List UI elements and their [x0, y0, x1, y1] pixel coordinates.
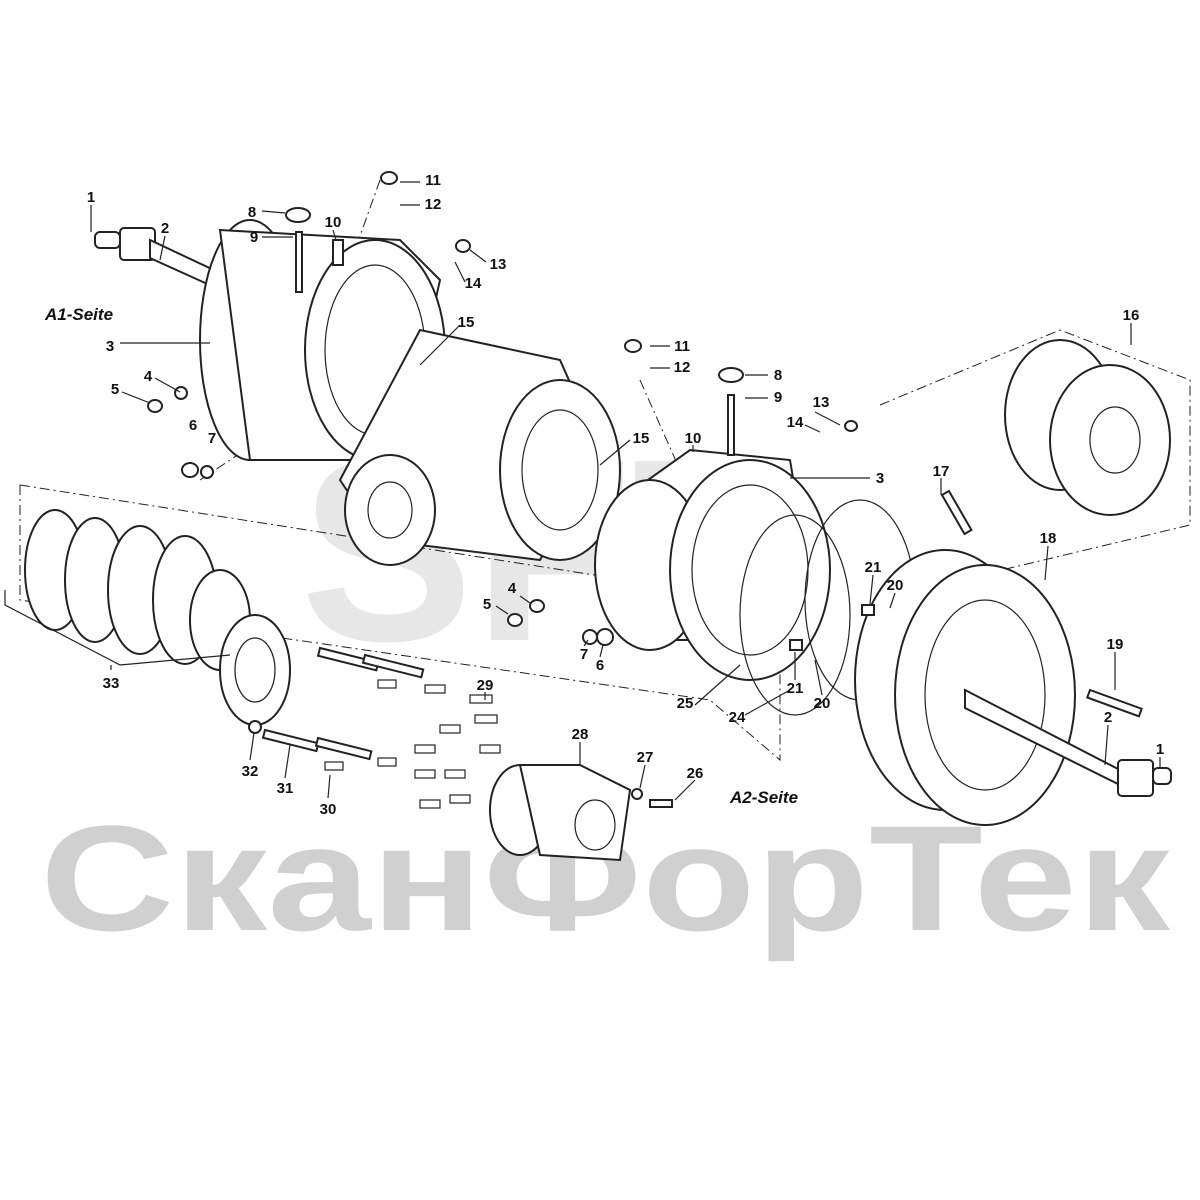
callout: 21 — [865, 559, 882, 576]
callout: 14 — [465, 275, 482, 292]
callout: 21 — [787, 680, 804, 697]
callout: 9 — [250, 229, 258, 246]
callout: 2 — [1104, 709, 1112, 726]
brake-piston-housing — [489, 764, 632, 862]
side-label-a1: A1-Seite — [44, 305, 113, 324]
callout: 26 — [687, 765, 704, 782]
pins-and-springs — [261, 646, 501, 809]
callout: 8 — [248, 204, 256, 221]
callout: 20 — [887, 577, 904, 594]
callout-numbers: 1 2 3 4 5 6 7 8 9 10 11 12 13 14 15 11 1… — [87, 172, 1164, 818]
callout: 18 — [1040, 530, 1057, 547]
callout: 13 — [813, 394, 830, 411]
callout: 1 — [87, 189, 95, 206]
callout: 10 — [685, 430, 702, 447]
callout: 15 — [633, 430, 650, 447]
callout: 6 — [596, 657, 604, 674]
callout: 14 — [787, 414, 804, 431]
ring-gear — [854, 549, 1076, 826]
callout: 27 — [637, 749, 654, 766]
callout: 17 — [933, 463, 950, 480]
callout: 7 — [208, 430, 216, 447]
ring-24 — [739, 514, 851, 716]
callout: 30 — [320, 801, 337, 818]
callout: 5 — [111, 381, 119, 398]
callout: 4 — [144, 368, 153, 385]
callout: 11 — [425, 172, 441, 189]
callout: 16 — [1123, 307, 1140, 324]
callout: 20 — [814, 695, 831, 712]
callout: 28 — [572, 726, 589, 743]
axle-housing — [338, 328, 621, 566]
callout: 13 — [490, 256, 507, 273]
callout: 8 — [774, 367, 782, 384]
callout: 2 — [161, 220, 169, 237]
callout: 15 — [458, 314, 475, 331]
callout: 12 — [674, 359, 691, 376]
callout: 10 — [325, 214, 342, 231]
callout: 3 — [876, 470, 884, 487]
callout: 9 — [774, 389, 782, 406]
callout: 29 — [477, 677, 494, 694]
callout: 33 — [103, 675, 120, 692]
callout: 12 — [425, 196, 442, 213]
output-shaft-a2 — [964, 688, 1172, 797]
callout: 19 — [1107, 636, 1124, 653]
callout: 32 — [242, 763, 259, 780]
callout: 6 — [189, 417, 197, 434]
callout: 25 — [677, 695, 694, 712]
callout: 24 — [729, 709, 746, 726]
callout: 31 — [277, 780, 294, 797]
callout: 7 — [580, 646, 588, 663]
callout: 3 — [106, 338, 114, 355]
brake-disc-pack — [24, 509, 291, 726]
callout: 11 — [674, 338, 690, 355]
small-parts — [147, 171, 1143, 808]
callout: 5 — [483, 596, 491, 613]
side-label-a2: A2-Seite — [729, 788, 798, 807]
callout: 1 — [1156, 741, 1164, 758]
callout: 4 — [508, 580, 517, 597]
planetary-carrier — [1004, 339, 1171, 516]
leader-lines — [4, 181, 1161, 801]
